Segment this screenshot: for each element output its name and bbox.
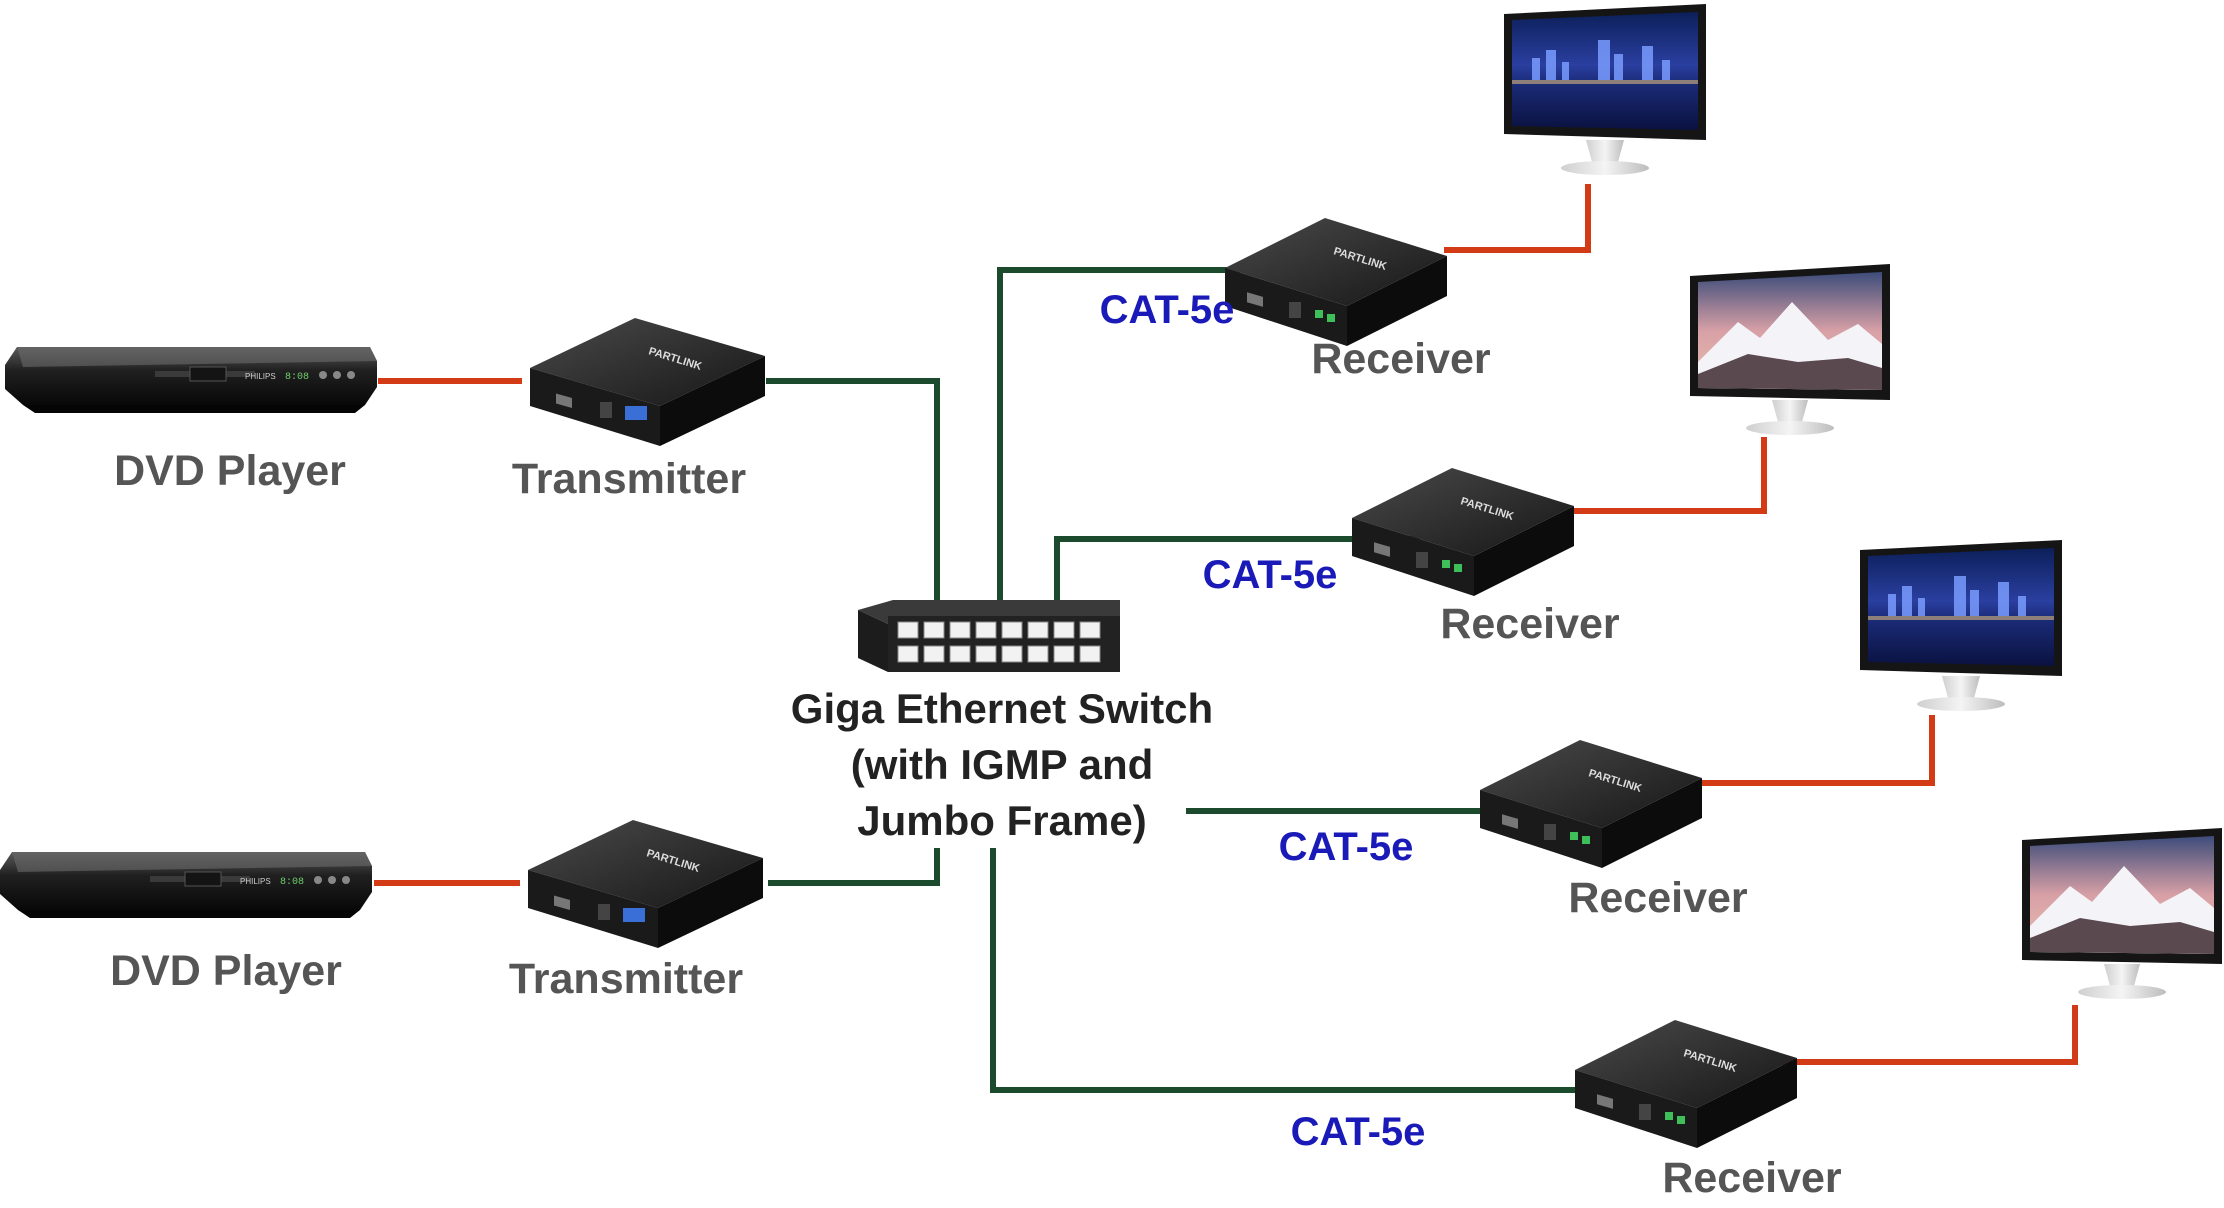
extender-box-icon: PARTLINK — [1575, 1020, 1797, 1148]
extender-box-icon: PARTLINK — [528, 820, 763, 948]
switch-label-line-1: Giga Ethernet Switch — [791, 685, 1213, 732]
monitor-icon — [2022, 828, 2222, 999]
ethernet-cable-tx-2 — [768, 848, 940, 886]
dvd-player-icon: PHILIPS 8:08 — [5, 347, 377, 413]
cable-label-4: CAT-5e — [1291, 1110, 1426, 1154]
cable-label-1: CAT-5e — [1100, 288, 1235, 332]
ethernet-cable-rx-4 — [990, 848, 1600, 1093]
monitor-icon — [1690, 264, 1890, 435]
cable-label-2: CAT-5e — [1203, 553, 1338, 597]
receiver-label-4: Receiver — [1662, 1154, 1842, 1202]
cable-label-3: CAT-5e — [1279, 825, 1414, 869]
transmitter-label-2: Transmitter — [509, 955, 743, 1003]
switch-label-line-3: Jumbo Frame) — [857, 797, 1146, 844]
transmitter-1: PARTLINK — [530, 318, 765, 446]
receiver-label-3: Receiver — [1568, 874, 1748, 922]
transmitter-2: PARTLINK — [528, 820, 763, 948]
hdmi-cable-display-4 — [1778, 1005, 2078, 1065]
ethernet-switch-icon — [858, 600, 1120, 672]
dvd-brand-text: PHILIPS — [240, 877, 271, 886]
hdmi-cable-display-1 — [1444, 184, 1591, 253]
display-3 — [1860, 540, 2062, 711]
extender-box-icon: PARTLINK — [1352, 468, 1574, 596]
receiver-2: PARTLINK — [1352, 468, 1574, 596]
monitor-icon — [1504, 4, 1706, 175]
source-label-1: DVD Player — [114, 447, 346, 495]
receiver-label-1: Receiver — [1311, 335, 1491, 383]
source-label-2: DVD Player — [110, 947, 342, 995]
dvd-player-1: PHILIPS 8:08 — [5, 347, 377, 413]
labels: DVD Player DVD Player Transmitter Transm… — [110, 288, 1842, 1202]
hdmi-cable-display-2 — [1572, 437, 1767, 514]
display-1 — [1504, 4, 1706, 175]
transmitter-label-1: Transmitter — [512, 455, 746, 503]
svg-text:8:08: 8:08 — [280, 877, 304, 888]
ethernet-cable-rx-1 — [997, 267, 1240, 600]
extender-box-icon: PARTLINK — [1480, 740, 1702, 868]
dvd-player-2: PHILIPS 8:08 — [0, 852, 372, 918]
switch-label-line-2: (with IGMP and — [851, 741, 1154, 788]
hdmi-cable-display-3 — [1700, 715, 1935, 786]
receiver-1: PARTLINK — [1225, 218, 1447, 346]
dvd-player-icon: PHILIPS 8:08 — [0, 852, 372, 918]
wires — [374, 184, 2078, 1093]
receiver-3: PARTLINK — [1480, 740, 1702, 868]
ethernet-cable-tx-1 — [766, 378, 940, 600]
extender-box-icon: PARTLINK — [1225, 218, 1447, 346]
svg-text:8:08: 8:08 — [285, 372, 309, 383]
display-2 — [1690, 264, 1890, 435]
receiver-4: PARTLINK — [1575, 1020, 1797, 1148]
ethernet-cable-rx-2 — [1054, 536, 1420, 600]
dvd-brand-text: PHILIPS — [245, 372, 276, 381]
display-4 — [2022, 828, 2222, 999]
receiver-label-2: Receiver — [1440, 600, 1620, 648]
ethernet-switch — [858, 600, 1120, 672]
monitor-icon — [1860, 540, 2062, 711]
extender-box-icon: PARTLINK — [530, 318, 765, 446]
